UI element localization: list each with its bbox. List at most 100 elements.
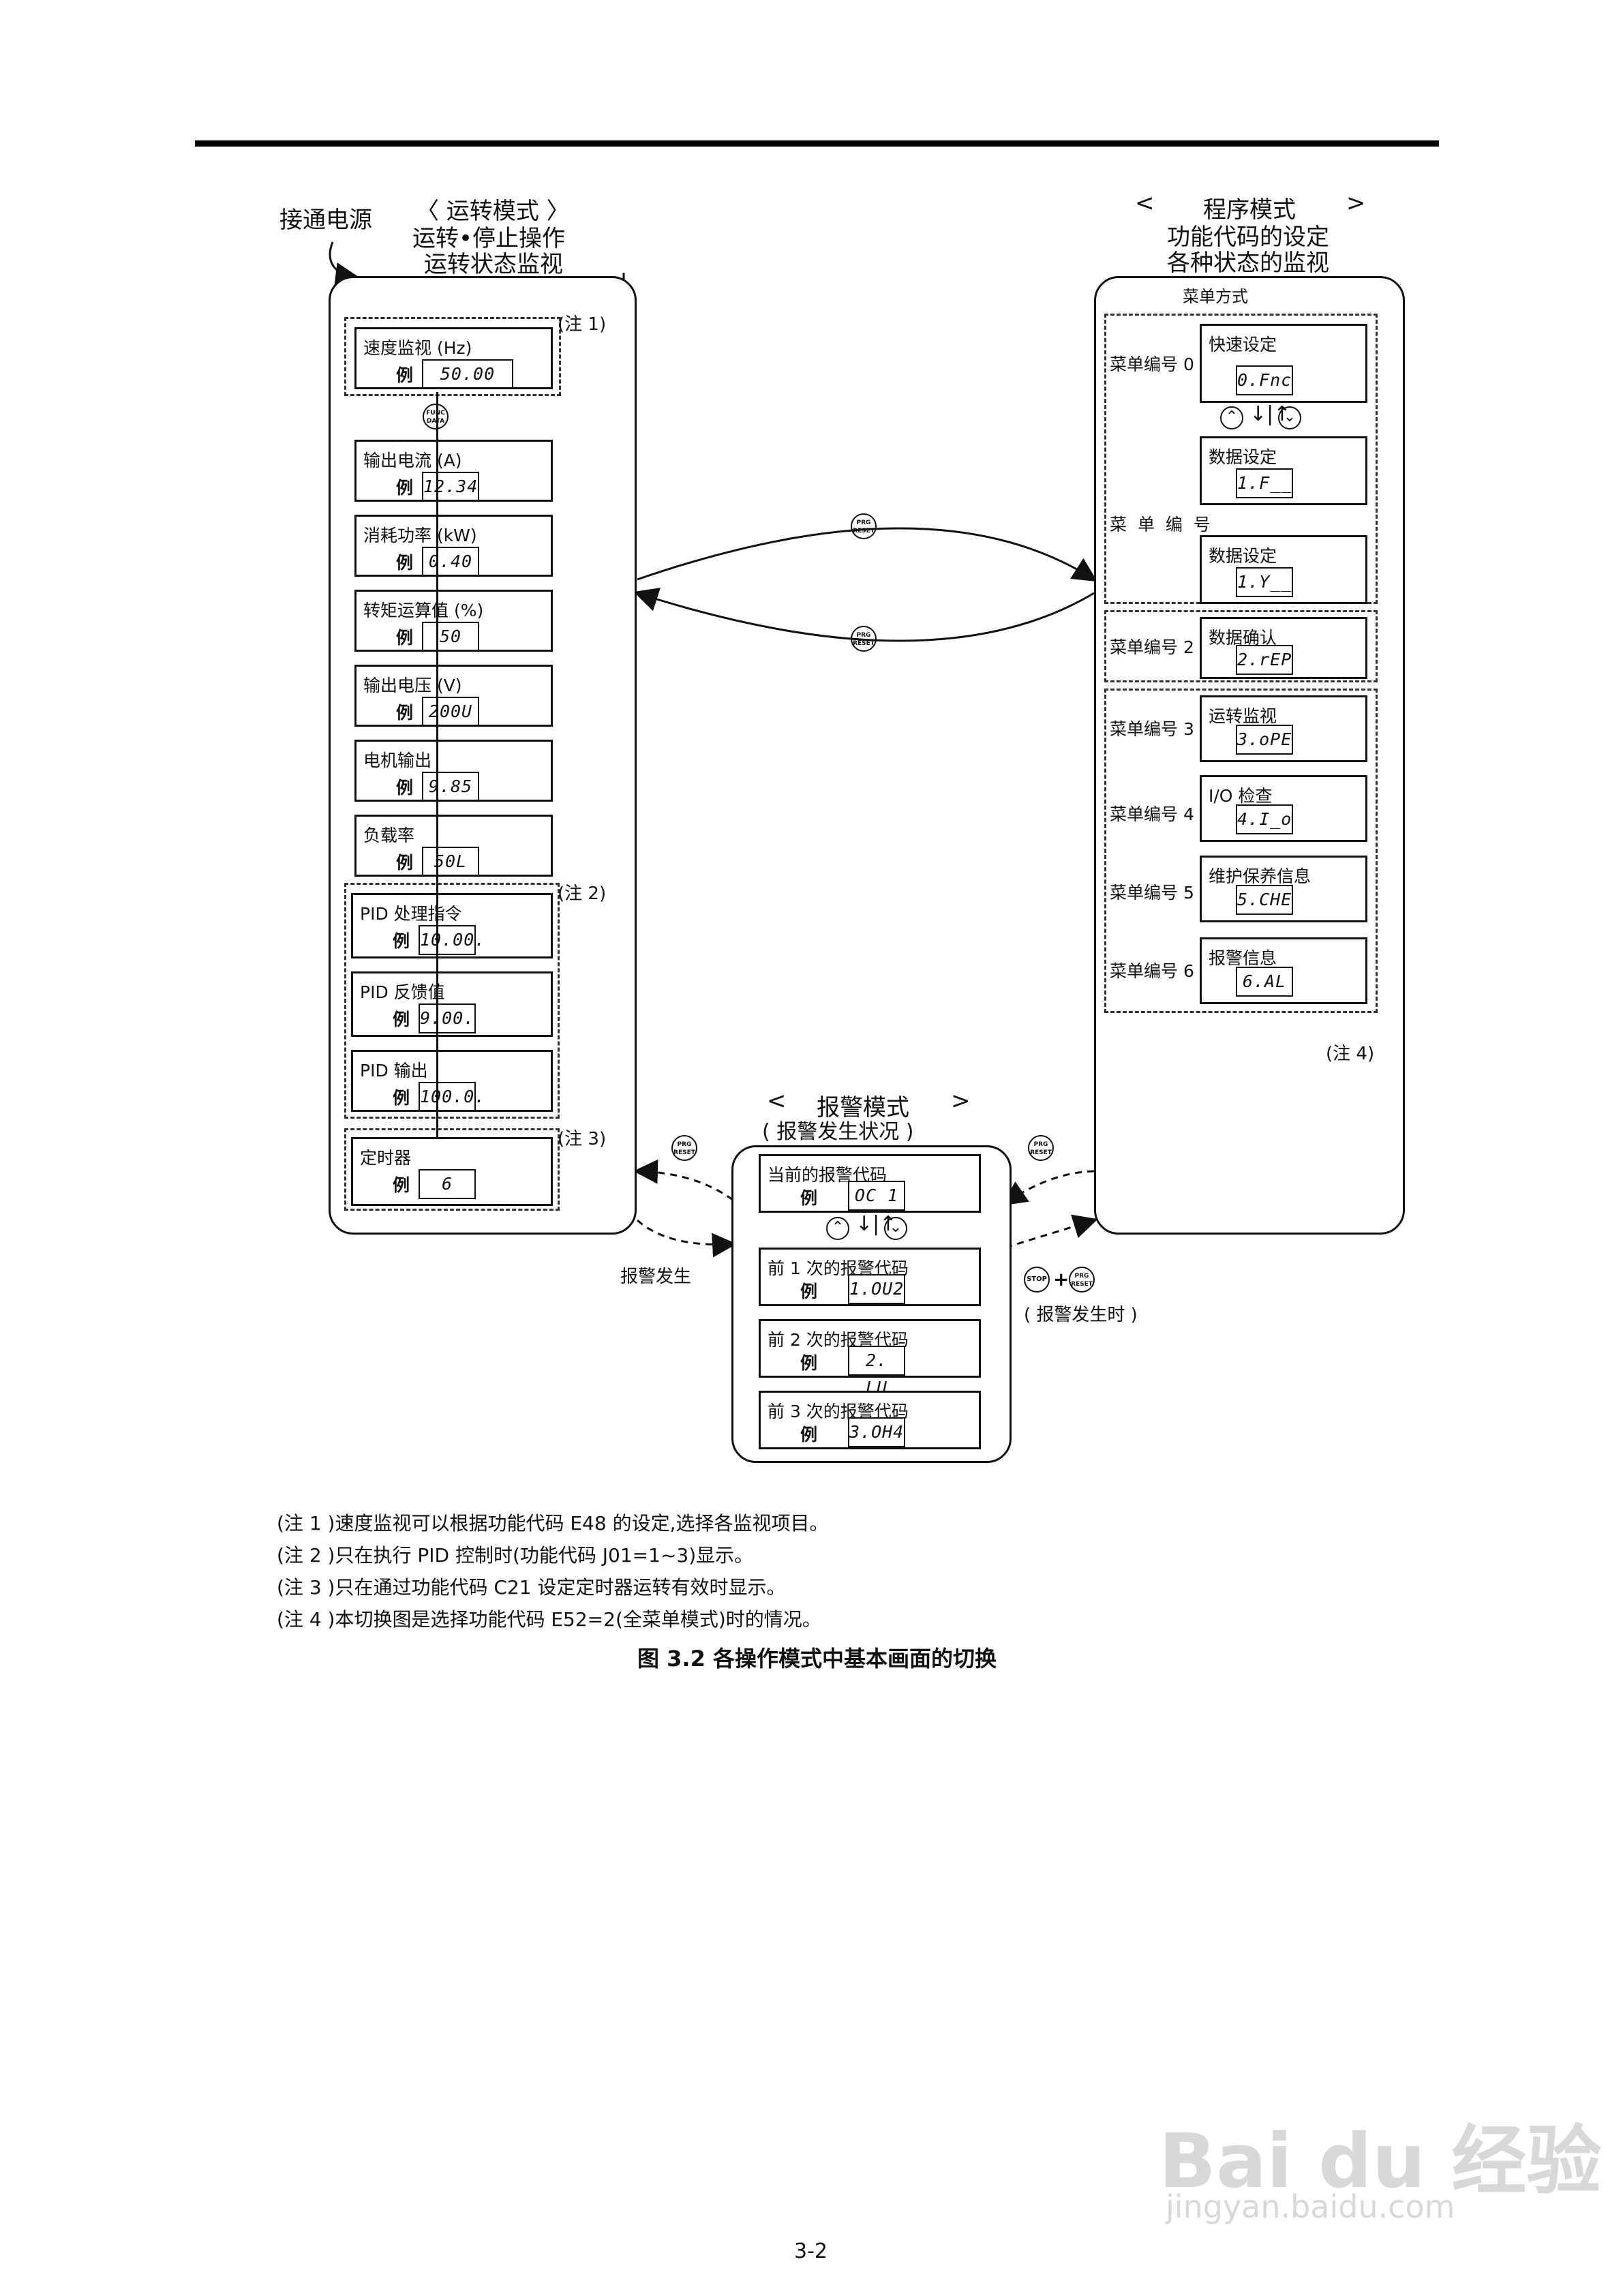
menu-data-setting-y[interactable]: 数据设定 1.Y__ [1200,535,1367,604]
alarm-item-previous-3: 前 3 次的报警代码 例 3.OH4 [759,1391,981,1449]
run-item-example: 例 [396,553,414,573]
run-item-pid-feedback: PID 反馈值 例 9.00. [351,971,553,1037]
run-item-pid-command: PID 处理指令 例 10.00. [351,893,553,958]
menu-number-3: 菜单编号 3 [1110,719,1194,739]
lcd-display: OC 1 [848,1181,905,1211]
lcd-display: 9.00. [419,1003,476,1033]
run-item-label: 输出电压 (V) [363,676,462,695]
menu-number-2: 菜单编号 2 [1110,637,1194,657]
up-arrow-key[interactable]: ⌃ [1220,406,1243,429]
menu-io-check[interactable]: I/O 检查 4.I_o [1200,775,1367,842]
run-item-label: 定时器 [360,1148,412,1168]
prg-reset-key-combo[interactable]: PRG RESET [1069,1267,1095,1293]
menu-run-monitor[interactable]: 运转监视 3.oPE [1200,695,1367,762]
run-item-example: 例 [393,1010,410,1029]
down-arrow-key[interactable]: ⌄ [884,1217,907,1240]
note2-group [344,883,560,1119]
run-item-label: 负载率 [363,826,415,845]
lcd-display: 3.OH4 [848,1417,905,1447]
lcd-display: 9.85 [422,772,479,802]
menu-data-check[interactable]: 数据确认 2.rEP [1200,617,1367,679]
prg-reset-key-bottom[interactable]: PRG RESET [851,626,877,652]
up-arrow-key[interactable]: ⌃ [826,1217,849,1240]
note-3: (注 3 )只在通过功能代码 C21 设定定时器运转有效时显示。 [277,1576,786,1599]
note-2: (注 2 )只在执行 PID 控制时(功能代码 J01=1~3)显示。 [277,1544,754,1567]
note2-marker: (注 2) [558,883,607,904]
lcd-display: 12.34 [422,472,479,502]
note1-marker: (注 1) [558,314,607,335]
lcd-display: 50.00 [422,359,513,389]
run-item-label: 速度监视 (Hz) [363,338,472,358]
alarm-item-example: 例 [800,1353,818,1373]
program-mode-title: 程序模式 [1203,196,1296,224]
run-item-example: 例 [393,931,410,951]
menu-group-3-6 [1104,689,1378,1013]
run-item-label: PID 反馈值 [360,982,445,1002]
prg-reset-key-alarm-right[interactable]: PRG RESET [1028,1135,1054,1161]
menu-maintenance[interactable]: 维护保养信息 5.CHE [1200,856,1367,922]
program-mode-close: > [1346,190,1366,217]
run-item-label: 转矩运算值 (%) [363,601,484,620]
note3-marker: (注 3) [558,1129,607,1149]
alarm-item-example: 例 [800,1425,818,1445]
run-item-example: 例 [393,1088,410,1108]
menu-label: 快速设定 [1209,335,1277,354]
alarm-mode-title: 报警模式 [817,1094,909,1121]
menu-label: 数据确认 [1209,628,1277,648]
alarm-item-example: 例 [800,1282,818,1301]
lcd-display: 100.0. [419,1082,485,1112]
lcd-display: 6 [419,1169,476,1199]
menu-number-4: 菜单编号 4 [1110,804,1194,824]
run-item-example: 例 [396,478,414,498]
lcd-display: 6.AL [1236,967,1293,997]
alarm-mode-open: < [767,1087,787,1115]
run-item-example: 例 [396,853,414,873]
run-item-load-rate: 负载率 例 50L [354,815,553,877]
stop-key[interactable]: STOP [1024,1267,1050,1293]
lcd-display: 5.CHE [1236,885,1293,915]
run-item-current: 输出电流 (A) 例 12.34 [354,440,553,502]
prg-reset-key-alarm-left[interactable]: PRG RESET [671,1135,697,1161]
run-item-example: 例 [396,365,414,385]
alarm-occur-label: 报警发生 [620,1267,692,1287]
alarm-item-current: 当前的报警代码 例 OC 1 [759,1154,981,1213]
lcd-display: 200U [422,697,479,727]
prg-reset-key-top[interactable]: PRG RESET [851,513,877,539]
menu-quick-setup[interactable]: 快速设定 0.Fnc [1200,324,1367,403]
program-mode-subtitle-1: 功能代码的设定 [1167,224,1329,251]
menu-label: 数据设定 [1209,447,1277,467]
alarm-mode-subtitle: ( 报警发生状况 ) [762,1120,914,1144]
menu-label: 报警信息 [1209,948,1277,968]
run-item-example: 例 [396,628,414,648]
down-arrow-key[interactable]: ⌄ [1278,406,1301,429]
run-item-example: 例 [396,778,414,798]
watermark-logo: Bai du 经验 [1159,2117,1602,2205]
menu-label: 维护保养信息 [1209,866,1311,886]
run-mode-title: 〈 运转模式 〉 [416,198,570,225]
menu-number-0: 菜单编号 0 [1110,354,1194,374]
run-mode-subtitle-2: 运转状态监视 [424,251,563,278]
lcd-display: 2.rEP [1236,645,1293,675]
lcd-display: 0.40 [422,547,479,577]
menu-number-1: 菜 单 编 号 [1110,515,1213,534]
run-item-timer: 定时器 例 6 [351,1137,553,1206]
menu-label: 数据设定 [1209,546,1277,566]
run-item-label: 电机输出 [363,751,432,770]
top-rule [195,140,1439,147]
run-item-pid-output: PID 输出 例 100.0. [351,1050,553,1112]
run-item-speed: 速度监视 (Hz) 例 50.00 [354,327,553,389]
func-data-key[interactable]: FUNC DATA [423,404,449,429]
alarm-mode-close: > [951,1087,971,1115]
figure-caption: 图 3.2 各操作模式中基本画面的切换 [637,1646,997,1672]
alarm-item-previous-2: 前 2 次的报警代码 例 2. LU [759,1319,981,1398]
alarm-item-previous-1: 前 1 次的报警代码 例 1.OU2 [759,1248,981,1306]
menu-alarm-info[interactable]: 报警信息 6.AL [1200,937,1367,1004]
note-1: (注 1 )速度监视可以根据功能代码 E48 的设定,选择各监视项目。 [277,1512,829,1535]
plus-sign: + [1053,1268,1070,1290]
program-mode-open: < [1135,190,1155,217]
run-item-torque: 转矩运算值 (%) 例 50 [354,590,553,652]
run-item-example: 例 [393,1175,410,1195]
lcd-display: 50 [422,622,479,652]
menu-method-label: 菜单方式 [1183,287,1248,306]
menu-data-setting-f[interactable]: 数据设定 1.F__ [1200,436,1367,505]
